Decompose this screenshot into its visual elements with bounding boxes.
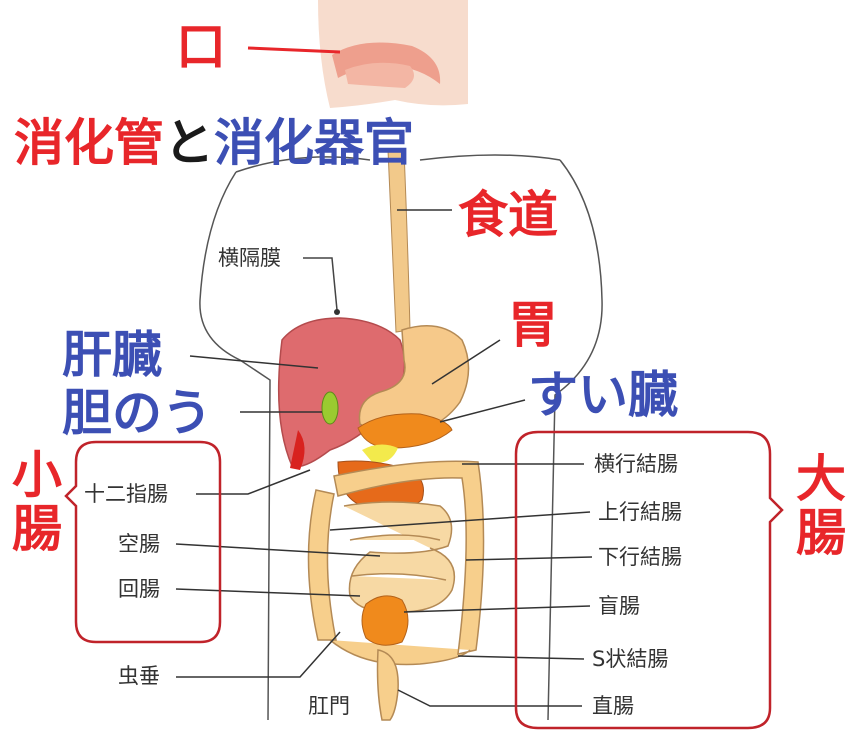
- pancreas-label: すい臓: [528, 366, 678, 424]
- small-intestine-bracket: [64, 440, 222, 644]
- ileum-pointer: [175, 588, 361, 597]
- liver-pointer: [189, 355, 319, 369]
- large-intestine-bracket: [514, 430, 784, 730]
- stomach-pointer: [431, 339, 501, 385]
- title-part-digestive-organs: 消化器官: [214, 114, 414, 172]
- ascending-colon-pointer: [329, 511, 591, 531]
- title-part-digestive-tract: 消化管: [14, 114, 164, 172]
- liver-label: 肝臓: [62, 326, 162, 384]
- duodenum-pointer: [196, 469, 311, 495]
- jejunum-pointer: [175, 543, 381, 557]
- ascending-colon-label: 上行結腸: [598, 500, 682, 524]
- descending-colon-pointer: [465, 556, 593, 561]
- diaphragm-pointer: [303, 257, 338, 311]
- cecum-shape: [361, 595, 409, 646]
- transverse-colon-label: 横行結腸: [594, 452, 678, 476]
- page-title: 消化管と消化器官: [14, 118, 414, 168]
- anus-label: 肛門: [308, 694, 350, 718]
- large-intestine-label: 大腸: [788, 452, 846, 560]
- sigmoid-colon-pointer: [457, 655, 585, 660]
- neck-outline: [235, 154, 561, 173]
- pancreas-pointer: [439, 399, 526, 423]
- gallbladder-label: 胆のう: [62, 384, 212, 442]
- esophagus-label: 食道: [458, 186, 558, 244]
- title-part-and: と: [164, 114, 214, 172]
- ileum-label: 回腸: [118, 577, 160, 601]
- cecum-label: 盲腸: [598, 594, 640, 618]
- duodenum-label: 十二指腸: [84, 482, 168, 506]
- rectum-label: 直腸: [592, 694, 634, 718]
- mouth-line: [247, 46, 341, 54]
- stomach-label: 胃: [508, 296, 558, 354]
- rectum-pointer: [397, 689, 582, 707]
- tongue: [345, 62, 414, 88]
- diaphragm-label: 横隔膜: [218, 246, 281, 270]
- appendix-label: 虫垂: [118, 664, 160, 688]
- sigmoid-colon-label: S状結腸: [592, 647, 669, 671]
- mouth-label: 口: [176, 18, 226, 76]
- appendix-pointer: [176, 631, 341, 678]
- cecum-pointer: [403, 605, 591, 613]
- gallbladder-shape: [321, 391, 339, 425]
- esophagus-shape: [387, 149, 411, 333]
- small-intestine-shape: [343, 501, 456, 613]
- rectum-shape: [376, 649, 399, 721]
- body-outline-right: [547, 159, 603, 721]
- descending-colon-label: 下行結腸: [598, 545, 682, 569]
- body-outline: [199, 171, 271, 721]
- small-intestine-label: 小腸: [4, 448, 62, 556]
- jejunum-label: 空腸: [118, 532, 160, 556]
